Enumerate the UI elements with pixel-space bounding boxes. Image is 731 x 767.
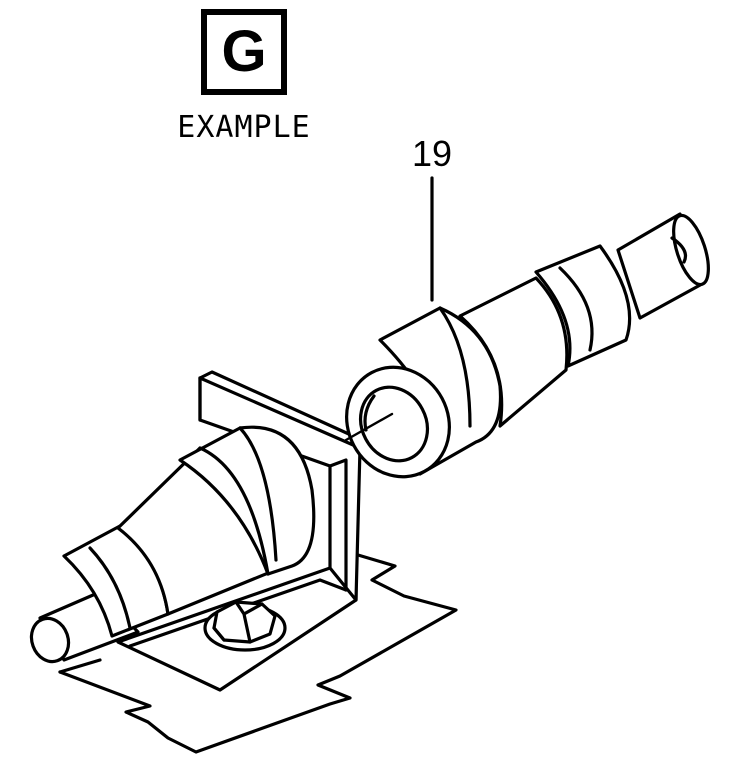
mounting-surface bbox=[58, 553, 458, 754]
hex-bolt bbox=[203, 600, 287, 652]
upper-fitting-assembly bbox=[344, 212, 710, 479]
view-caption: EXAMPLE bbox=[177, 110, 311, 145]
view-letter: G bbox=[221, 19, 267, 84]
callout-number-19: 19 bbox=[411, 133, 453, 174]
lower-fitting-assembly bbox=[29, 425, 316, 664]
view-label-box: G bbox=[201, 9, 287, 95]
